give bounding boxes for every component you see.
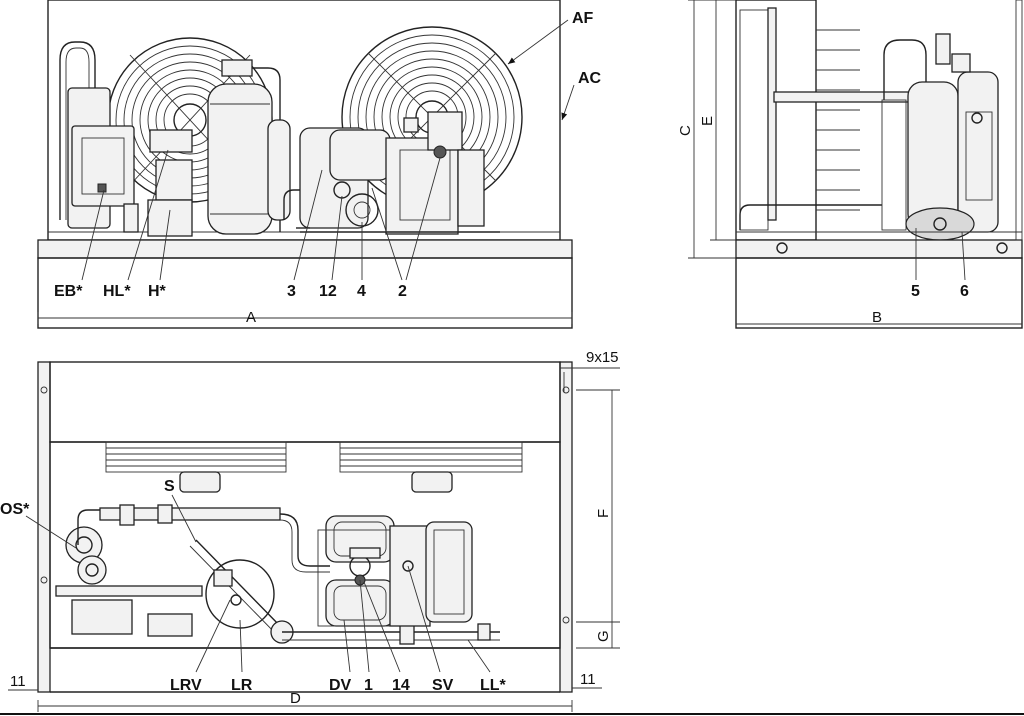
electric-box <box>71 125 135 207</box>
callout-eb: EB* <box>54 283 83 300</box>
callout-af: AF <box>572 10 594 27</box>
callout-12: 12 <box>319 283 337 300</box>
liquid-receiver <box>207 83 273 235</box>
dimension-11-right: 11 <box>580 671 596 688</box>
top-view: OS* S LRV LR DV 1 14 SV LL* 9x15 F G 11 … <box>0 349 620 712</box>
callout-4: 4 <box>357 283 366 300</box>
callout-lrv: LRV <box>170 677 202 694</box>
top-right-rail <box>559 361 573 693</box>
callout-5: 5 <box>911 283 920 300</box>
top-condenser-left <box>105 441 287 473</box>
callout-6: 6 <box>960 283 969 300</box>
side-receiver <box>907 81 959 229</box>
callout-h: H* <box>148 283 167 300</box>
callout-hl: HL* <box>103 283 131 300</box>
dimension-g: G <box>595 630 612 642</box>
callout-lr: LR <box>231 677 253 694</box>
top-compressor <box>317 515 473 627</box>
dimension-d: D <box>290 690 301 707</box>
dimension-b: B <box>872 309 882 326</box>
callout-ac: AC <box>578 70 602 87</box>
front-view <box>37 0 573 329</box>
front-callouts: AF AC EB* HL* H* 3 12 4 2 A <box>37 10 602 326</box>
front-oil-separator-pipe <box>59 41 96 220</box>
switch-h <box>155 159 193 201</box>
dimension-a: A <box>246 309 256 326</box>
compressor-front <box>299 111 500 235</box>
callout-sv: SV <box>432 677 454 694</box>
callout-os: OS* <box>0 501 30 518</box>
side-base-rail <box>735 239 1023 259</box>
callout-dv: DV <box>329 677 352 694</box>
callout-1: 1 <box>364 677 373 694</box>
callout-2: 2 <box>398 283 407 300</box>
top-fan-shroud <box>49 361 561 443</box>
callout-ll: LL* <box>480 677 507 694</box>
side-view: C E 5 6 B <box>677 0 1023 329</box>
filter-drier <box>267 119 291 221</box>
top-condenser-right <box>339 441 523 473</box>
side-base-frame <box>735 257 1023 329</box>
front-base-rail <box>37 239 573 259</box>
callout-14: 14 <box>392 677 410 694</box>
dimension-c: C <box>677 125 694 136</box>
callout-3: 3 <box>287 283 296 300</box>
callout-s: S <box>164 478 175 495</box>
pressure-switch <box>149 129 193 153</box>
dimension-f: F <box>595 509 612 518</box>
dimension-9x15: 9x15 <box>586 349 619 366</box>
front-base-frame <box>37 257 573 329</box>
side-condenser-fins <box>816 29 860 211</box>
dimension-e: E <box>699 116 716 126</box>
dimension-11-left: 11 <box>10 673 26 690</box>
